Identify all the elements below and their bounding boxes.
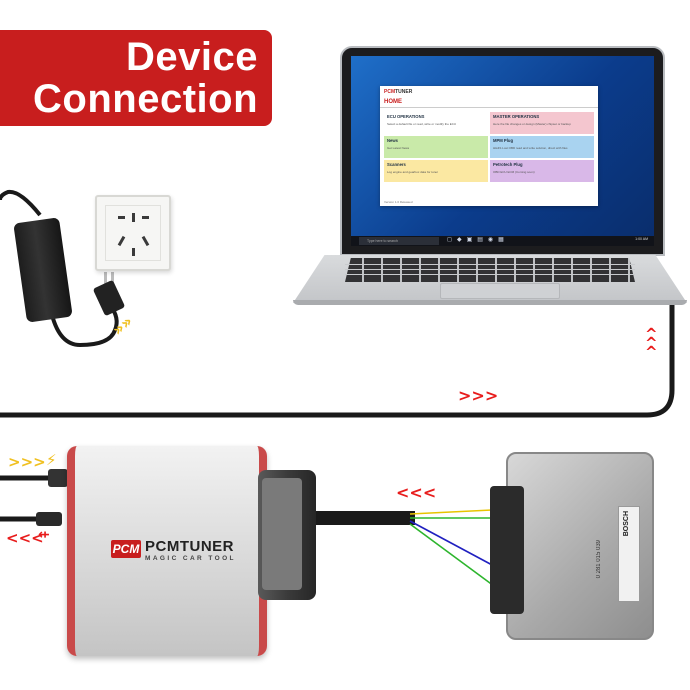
tile-ecu-operations[interactable]: ECU OPERATIONS Select a default file or … xyxy=(384,112,488,134)
db25-shell xyxy=(262,478,302,590)
app-home-title: HOME xyxy=(384,99,402,105)
banner-line-1: Device xyxy=(126,35,258,79)
device-connection-banner: Device Connection xyxy=(0,30,272,126)
device-tagline: MAGIC CAR TOOL xyxy=(145,555,236,562)
adapter-cord-bottom xyxy=(50,303,119,348)
lightning-icon: ⚡ xyxy=(46,451,57,469)
banner-line-2: Connection xyxy=(33,77,258,121)
pcm-logo-badge: PCM xyxy=(111,540,141,558)
ecu-part-number: 0 281 015 039 xyxy=(596,540,602,579)
windows-taskbar: Type here to search ◻◆▣▤◉▦ 1:00 AM xyxy=(351,236,654,246)
power-in-arrows: >>> xyxy=(8,453,46,471)
usb-icon: ⇷ xyxy=(38,527,50,543)
ecu-brand: BOSCH xyxy=(623,511,630,537)
taskbar-app-icons[interactable]: ◻◆▣▤◉▦ xyxy=(447,237,509,243)
taskbar-clock: 1:00 AM xyxy=(635,237,648,241)
laptop-base-lip xyxy=(293,300,687,305)
pcmtuner-app-window: PCMTUNER HOME ECU OPERATIONS Select a de… xyxy=(380,86,598,206)
wall-socket xyxy=(95,195,171,271)
taskbar-search-input[interactable]: Type here to search xyxy=(359,237,439,245)
ecu-connector xyxy=(490,486,524,614)
pcmtuner-device xyxy=(67,446,267,656)
wire-yellow xyxy=(409,509,493,515)
up-arrows: ^^^ xyxy=(645,325,658,361)
device-name: PCMTUNER xyxy=(145,538,234,555)
ecu-label: BOSCH xyxy=(618,506,640,602)
usb-left-arrows: <<< xyxy=(6,529,44,547)
app-brand: PCMTUNER xyxy=(384,89,413,95)
adapter-cord-top xyxy=(0,189,42,217)
wire-green-2 xyxy=(409,523,495,587)
right-arrows: >>> xyxy=(458,386,499,405)
power-jack xyxy=(48,469,68,487)
tile-petrotech-plug[interactable]: Petrotech Plug OBD ECU ECM (Coming soon) xyxy=(490,160,594,182)
laptop-cable xyxy=(0,300,675,418)
usb-plug xyxy=(36,512,62,526)
tile-news[interactable]: News Get Latest News xyxy=(384,136,488,158)
ecu-left-arrows: <<< xyxy=(396,483,437,502)
app-footer: Version 1.0 Released xyxy=(384,200,413,204)
laptop-touchpad xyxy=(440,283,560,299)
keyboard-rows xyxy=(345,263,635,279)
tile-mpm-plug[interactable]: MPM Plug HH&S Lost OBD read and write so… xyxy=(490,136,594,158)
wire-blue xyxy=(409,520,495,567)
tile-scanners[interactable]: Scanners Log engine and gearbox data for… xyxy=(384,160,488,182)
tile-master-operations[interactable]: MASTER OPERATIONS Here the file changes … xyxy=(490,112,594,134)
